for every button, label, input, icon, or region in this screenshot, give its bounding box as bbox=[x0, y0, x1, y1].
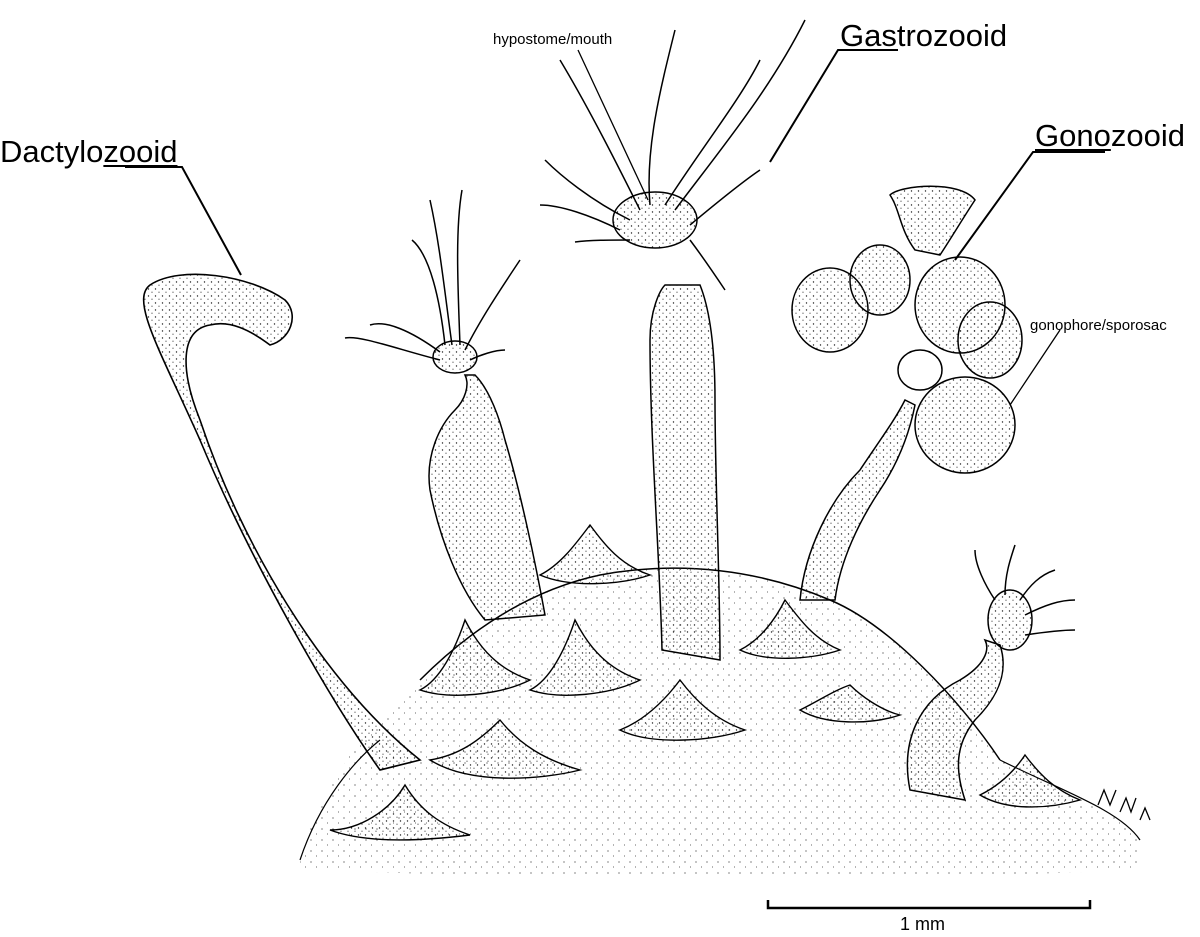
central-gastrozooid bbox=[539, 19, 806, 661]
leader-gonozooid bbox=[954, 151, 1105, 261]
leader-lines bbox=[125, 49, 1105, 406]
hypostome-label: hypostome/mouth bbox=[493, 31, 613, 48]
scale-bar-label: 1 mm bbox=[900, 914, 945, 934]
dactylozooid-body bbox=[142, 273, 422, 771]
dactylozooid-label: Dactylozooid bbox=[0, 134, 178, 169]
leader-gastrozooid bbox=[769, 49, 898, 163]
small-gastrozooid-right bbox=[906, 544, 1076, 801]
gastrozooid-label: Gastrozooid bbox=[840, 18, 1008, 53]
gonozooid bbox=[791, 185, 1023, 601]
artist-signature bbox=[1097, 788, 1151, 821]
leader-dactylozooid bbox=[125, 166, 242, 276]
scale-bar bbox=[766, 900, 1092, 910]
gonophore-label: gonophore/sporosac bbox=[1030, 317, 1167, 334]
leader-gonophore bbox=[1009, 329, 1061, 406]
small-gastrozooid-left bbox=[344, 189, 546, 621]
gonozooid-label: Gonozooid bbox=[1035, 118, 1185, 153]
leader-hypostome bbox=[577, 49, 649, 201]
spines bbox=[329, 523, 1083, 841]
